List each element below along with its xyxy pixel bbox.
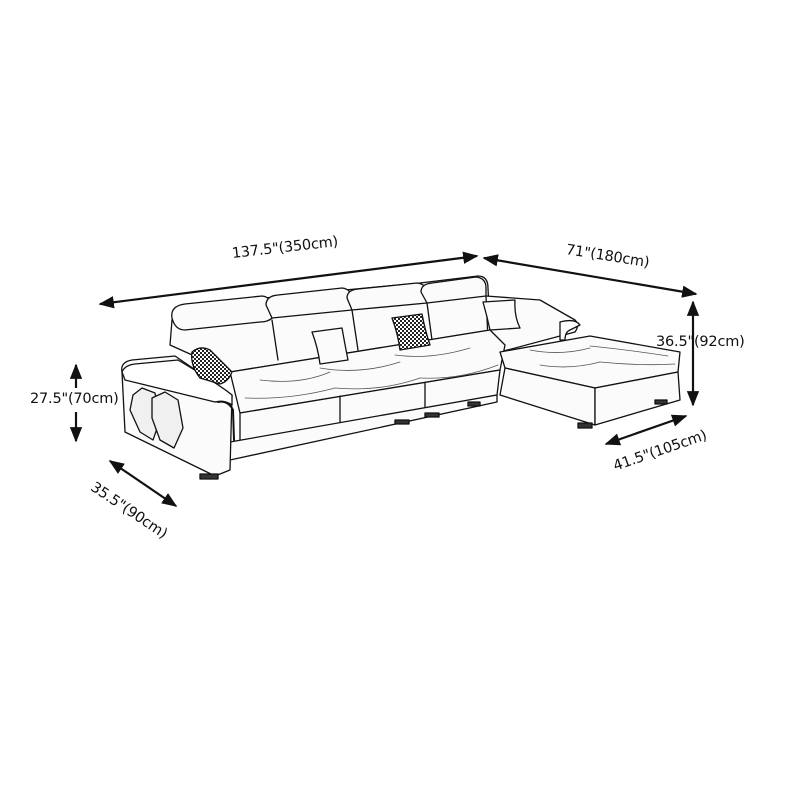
chaise-width-arrow <box>482 254 698 298</box>
sofa <box>121 275 681 480</box>
chaise-depth-arrow <box>604 414 688 446</box>
back-height-label: 36.5"(92cm) <box>656 334 745 350</box>
width-arrow <box>98 251 479 309</box>
dimension-arrows <box>69 251 700 507</box>
arm-height-label: 27.5"(70cm) <box>30 391 119 407</box>
depth-arrow <box>108 460 178 507</box>
